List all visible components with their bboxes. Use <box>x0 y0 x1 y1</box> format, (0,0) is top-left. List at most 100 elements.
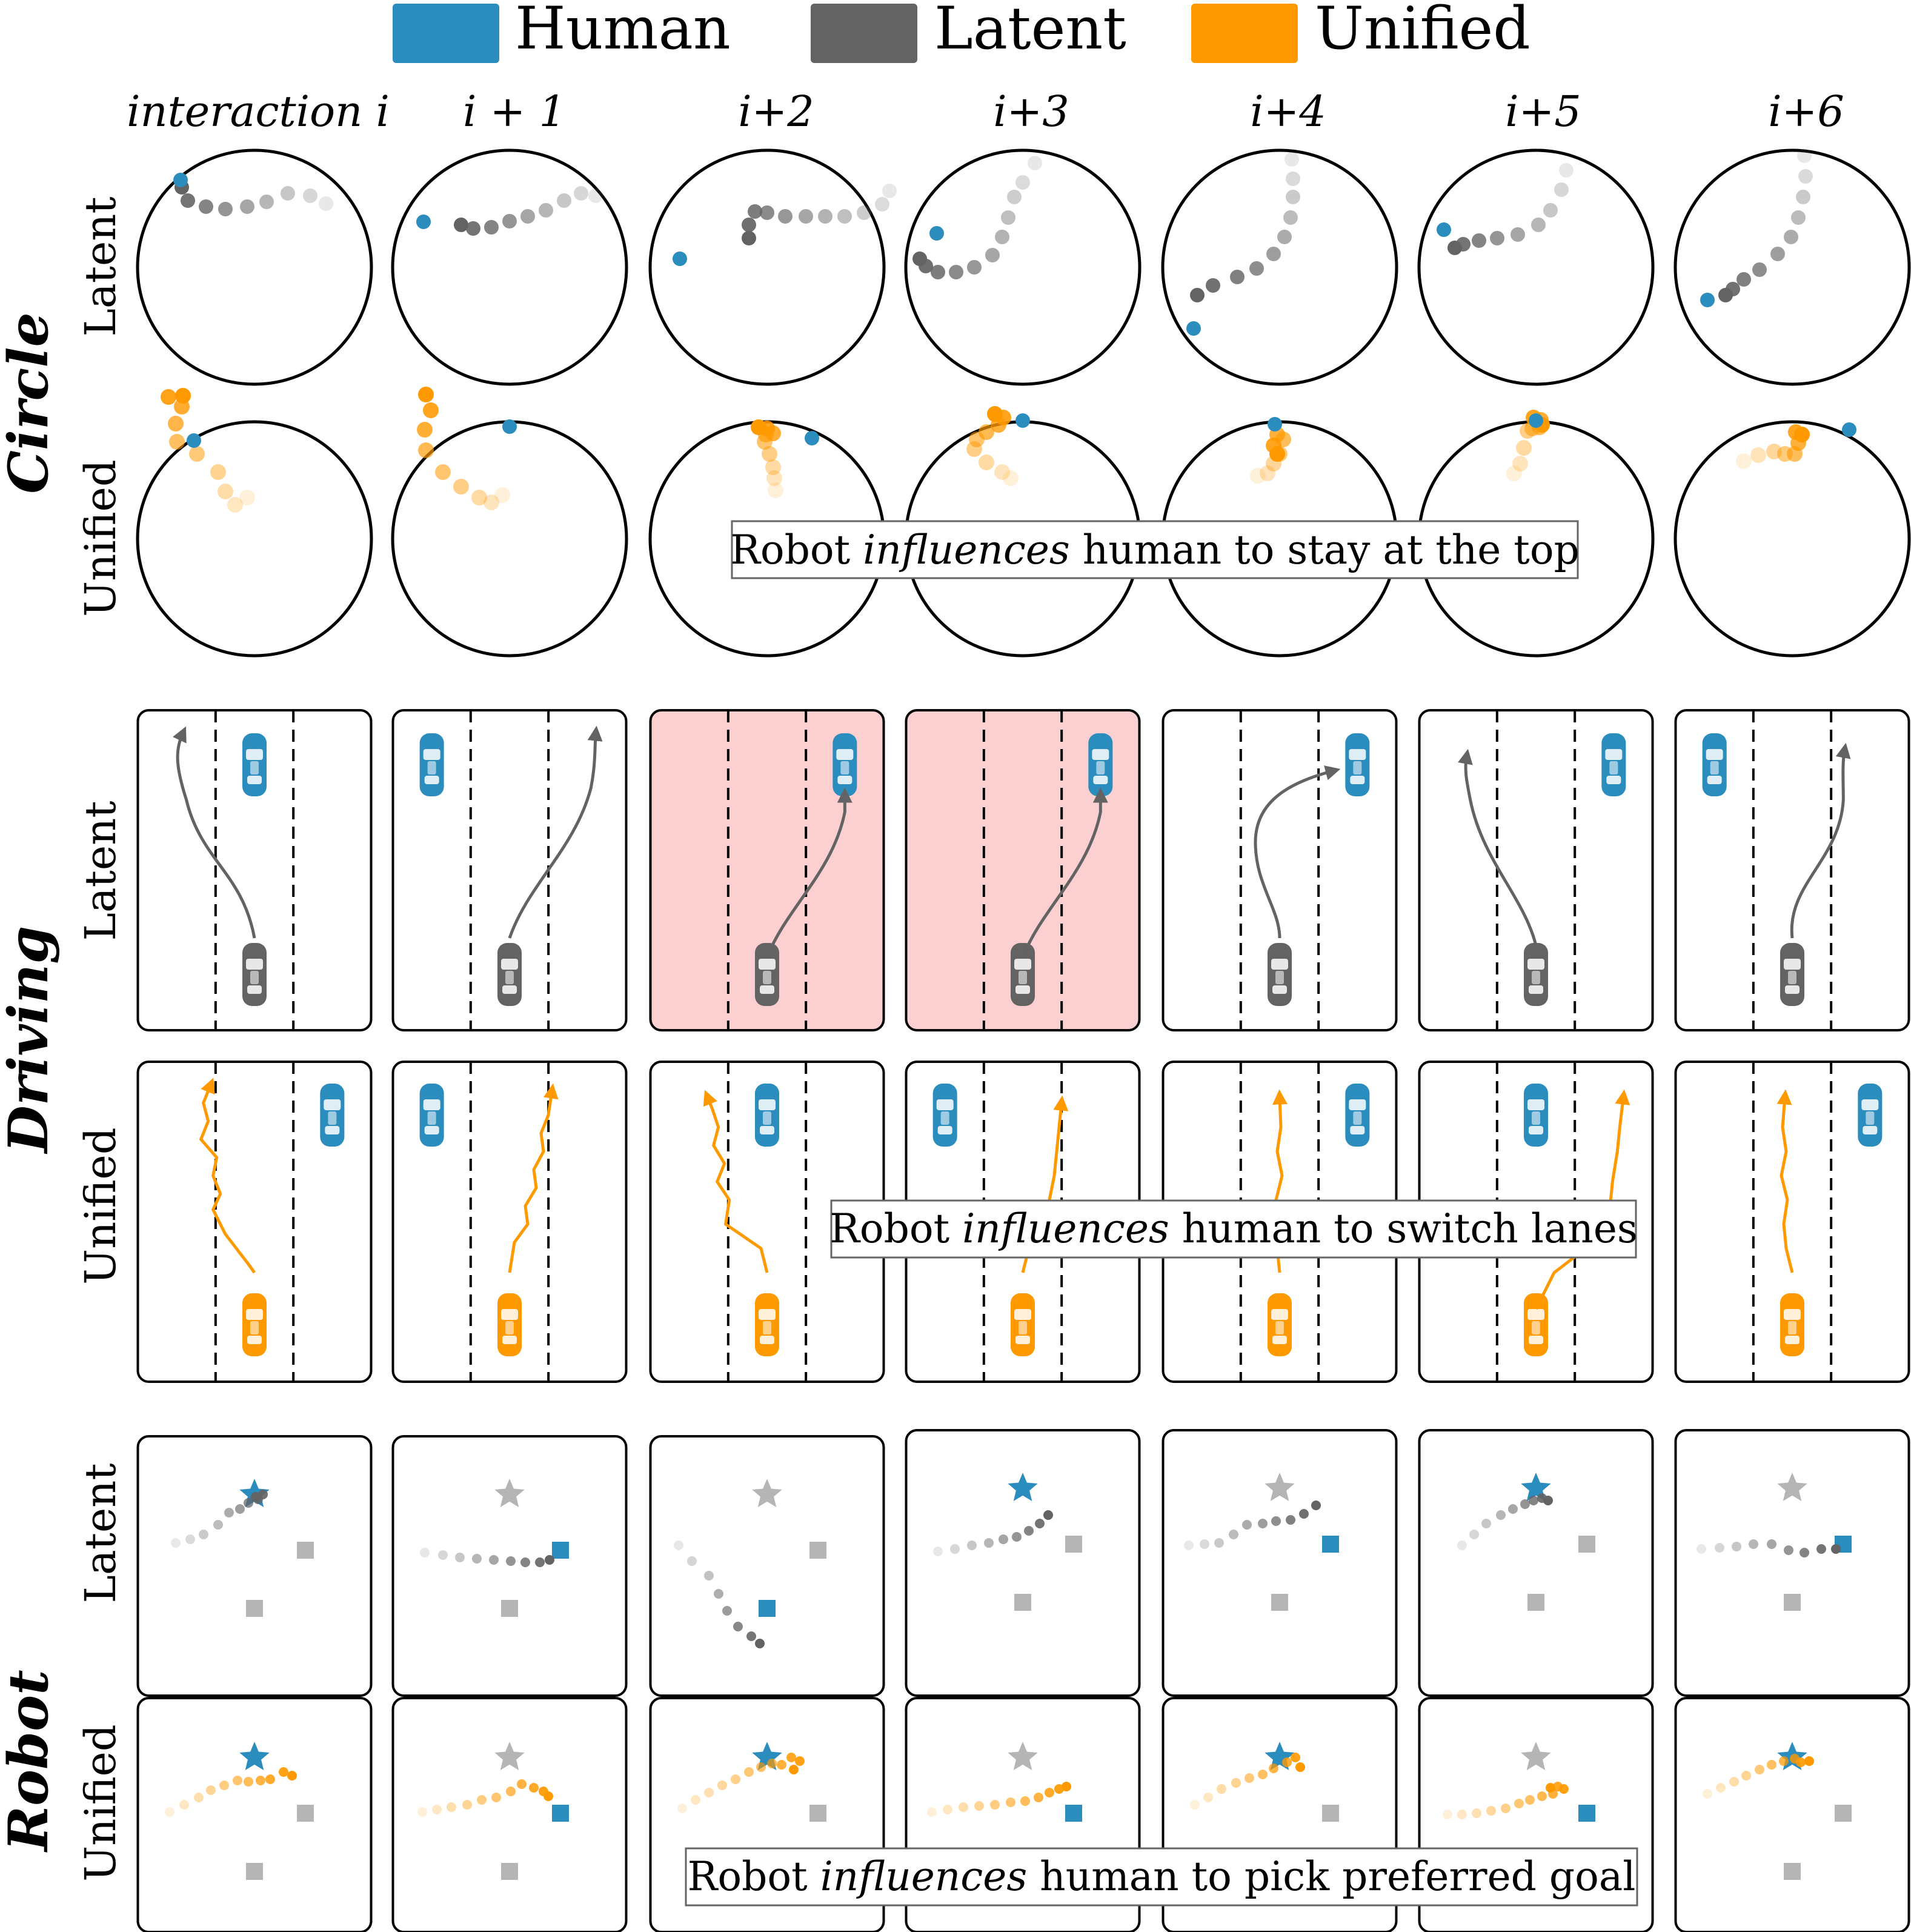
trajectory-point <box>767 1759 777 1768</box>
car-windshield <box>246 749 263 760</box>
trajectory-point <box>875 197 889 212</box>
annotation-driving: Robot influences human to switch lanes <box>829 1199 1638 1259</box>
trajectory-point <box>1260 465 1275 481</box>
trajectory-point <box>1784 230 1798 244</box>
car-rear-window <box>247 1336 262 1344</box>
trajectory-point <box>179 1800 189 1810</box>
legend-swatch-human <box>393 4 499 63</box>
robot-trajectory-arrow <box>1776 1089 1794 1273</box>
trajectory-point <box>742 218 756 232</box>
circle-panel <box>1161 148 1398 386</box>
road-panel <box>391 709 628 1031</box>
trajectory-point <box>1269 446 1285 462</box>
trajectory-point <box>557 193 571 208</box>
trajectory-point <box>1003 470 1019 486</box>
car-rear-window <box>247 776 262 784</box>
robot-panel <box>391 1435 628 1697</box>
trajectory-point <box>169 434 185 450</box>
car-icon <box>497 1293 522 1356</box>
car-windshield <box>501 959 518 970</box>
car-windshield <box>1706 749 1723 760</box>
car-roof <box>1353 1111 1362 1125</box>
human-point <box>502 419 517 434</box>
car-rear-window <box>1272 985 1287 994</box>
trajectory-point <box>1506 465 1522 481</box>
square-goal-icon <box>1322 1805 1339 1822</box>
car-roof <box>840 761 849 774</box>
trajectory-point <box>722 1606 732 1616</box>
trajectory-point <box>1514 1799 1524 1808</box>
trajectory-point <box>418 387 434 402</box>
workspace-panel <box>1418 1429 1654 1697</box>
trajectory-point <box>1469 1530 1479 1539</box>
road-panel <box>905 709 1141 1031</box>
trajectory-point <box>189 446 205 462</box>
car-windshield <box>1349 1099 1366 1110</box>
driving-panel <box>1418 709 1654 1031</box>
square-goal-icon <box>1271 1594 1288 1611</box>
circle-boundary <box>1673 420 1911 658</box>
trajectory-point <box>1245 1773 1254 1783</box>
column-header: i+6 <box>1768 87 1844 136</box>
workspace-panel <box>391 1435 628 1697</box>
driving-panel <box>136 1061 373 1383</box>
car-icon <box>242 943 267 1006</box>
car-icon <box>1780 1293 1804 1356</box>
car-roof <box>763 1111 771 1125</box>
trajectory-point <box>1770 247 1785 261</box>
car-windshield <box>759 959 776 970</box>
car-rear-window <box>1272 1336 1287 1344</box>
trajectory-point <box>959 1802 968 1812</box>
trajectory-point <box>417 422 433 438</box>
trajectory-point <box>520 1557 530 1567</box>
human-point <box>187 433 201 448</box>
trajectory-point <box>303 188 317 203</box>
legend: Human Latent Unified <box>393 0 1530 63</box>
trajectory-point <box>1779 1756 1789 1766</box>
car-rear-window <box>424 1126 439 1134</box>
trajectory-point <box>837 209 852 224</box>
trajectory-point <box>244 1498 253 1508</box>
trajectory-point <box>462 1800 472 1810</box>
car-windshield <box>1014 1309 1031 1320</box>
road-panel <box>1674 709 1910 1031</box>
square-goal-icon <box>1322 1536 1339 1553</box>
car-rear-window <box>424 776 439 784</box>
circle-panel <box>136 388 373 658</box>
robot-panel <box>1674 1429 1910 1697</box>
road-panel <box>1418 709 1654 1031</box>
legend-swatch-latent <box>811 4 917 63</box>
trajectory-point <box>574 186 588 201</box>
car-windshield <box>1092 749 1109 760</box>
trajectory-point <box>432 1805 442 1814</box>
trajectory-point <box>1295 1762 1305 1772</box>
road-panel <box>1674 1061 1910 1383</box>
square-goal-icon <box>297 1542 314 1559</box>
human-point <box>1700 293 1715 307</box>
square-goal-icon <box>809 1805 826 1822</box>
trajectory-point <box>213 1520 223 1530</box>
robot-trajectory-arrow <box>199 1078 256 1274</box>
road-panel <box>1162 709 1398 1031</box>
trajectory-point <box>1200 1539 1209 1549</box>
trajectory-point <box>417 1807 427 1817</box>
human-point <box>1015 413 1030 428</box>
car-roof <box>1096 761 1105 774</box>
trajectory-point <box>491 1793 501 1802</box>
trajectory-point <box>1715 1543 1724 1553</box>
trajectory-point <box>818 209 833 224</box>
human-point <box>1437 222 1451 237</box>
car-rear-window <box>247 985 262 994</box>
trajectory-point <box>539 203 553 218</box>
trajectory-point <box>455 1553 465 1562</box>
car-roof <box>505 1321 514 1334</box>
trajectory-point <box>1525 1795 1535 1805</box>
car-rear-window <box>1529 1126 1543 1134</box>
trajectory-point <box>1800 1548 1809 1557</box>
annotation-text: Robot influences human to switch lanes <box>829 1205 1638 1252</box>
trajectory-point <box>1472 1808 1481 1818</box>
driving-panel <box>905 709 1141 1031</box>
trajectory-point <box>974 1801 984 1811</box>
driving-panel <box>1674 709 1910 1031</box>
trajectory-point <box>168 416 184 431</box>
